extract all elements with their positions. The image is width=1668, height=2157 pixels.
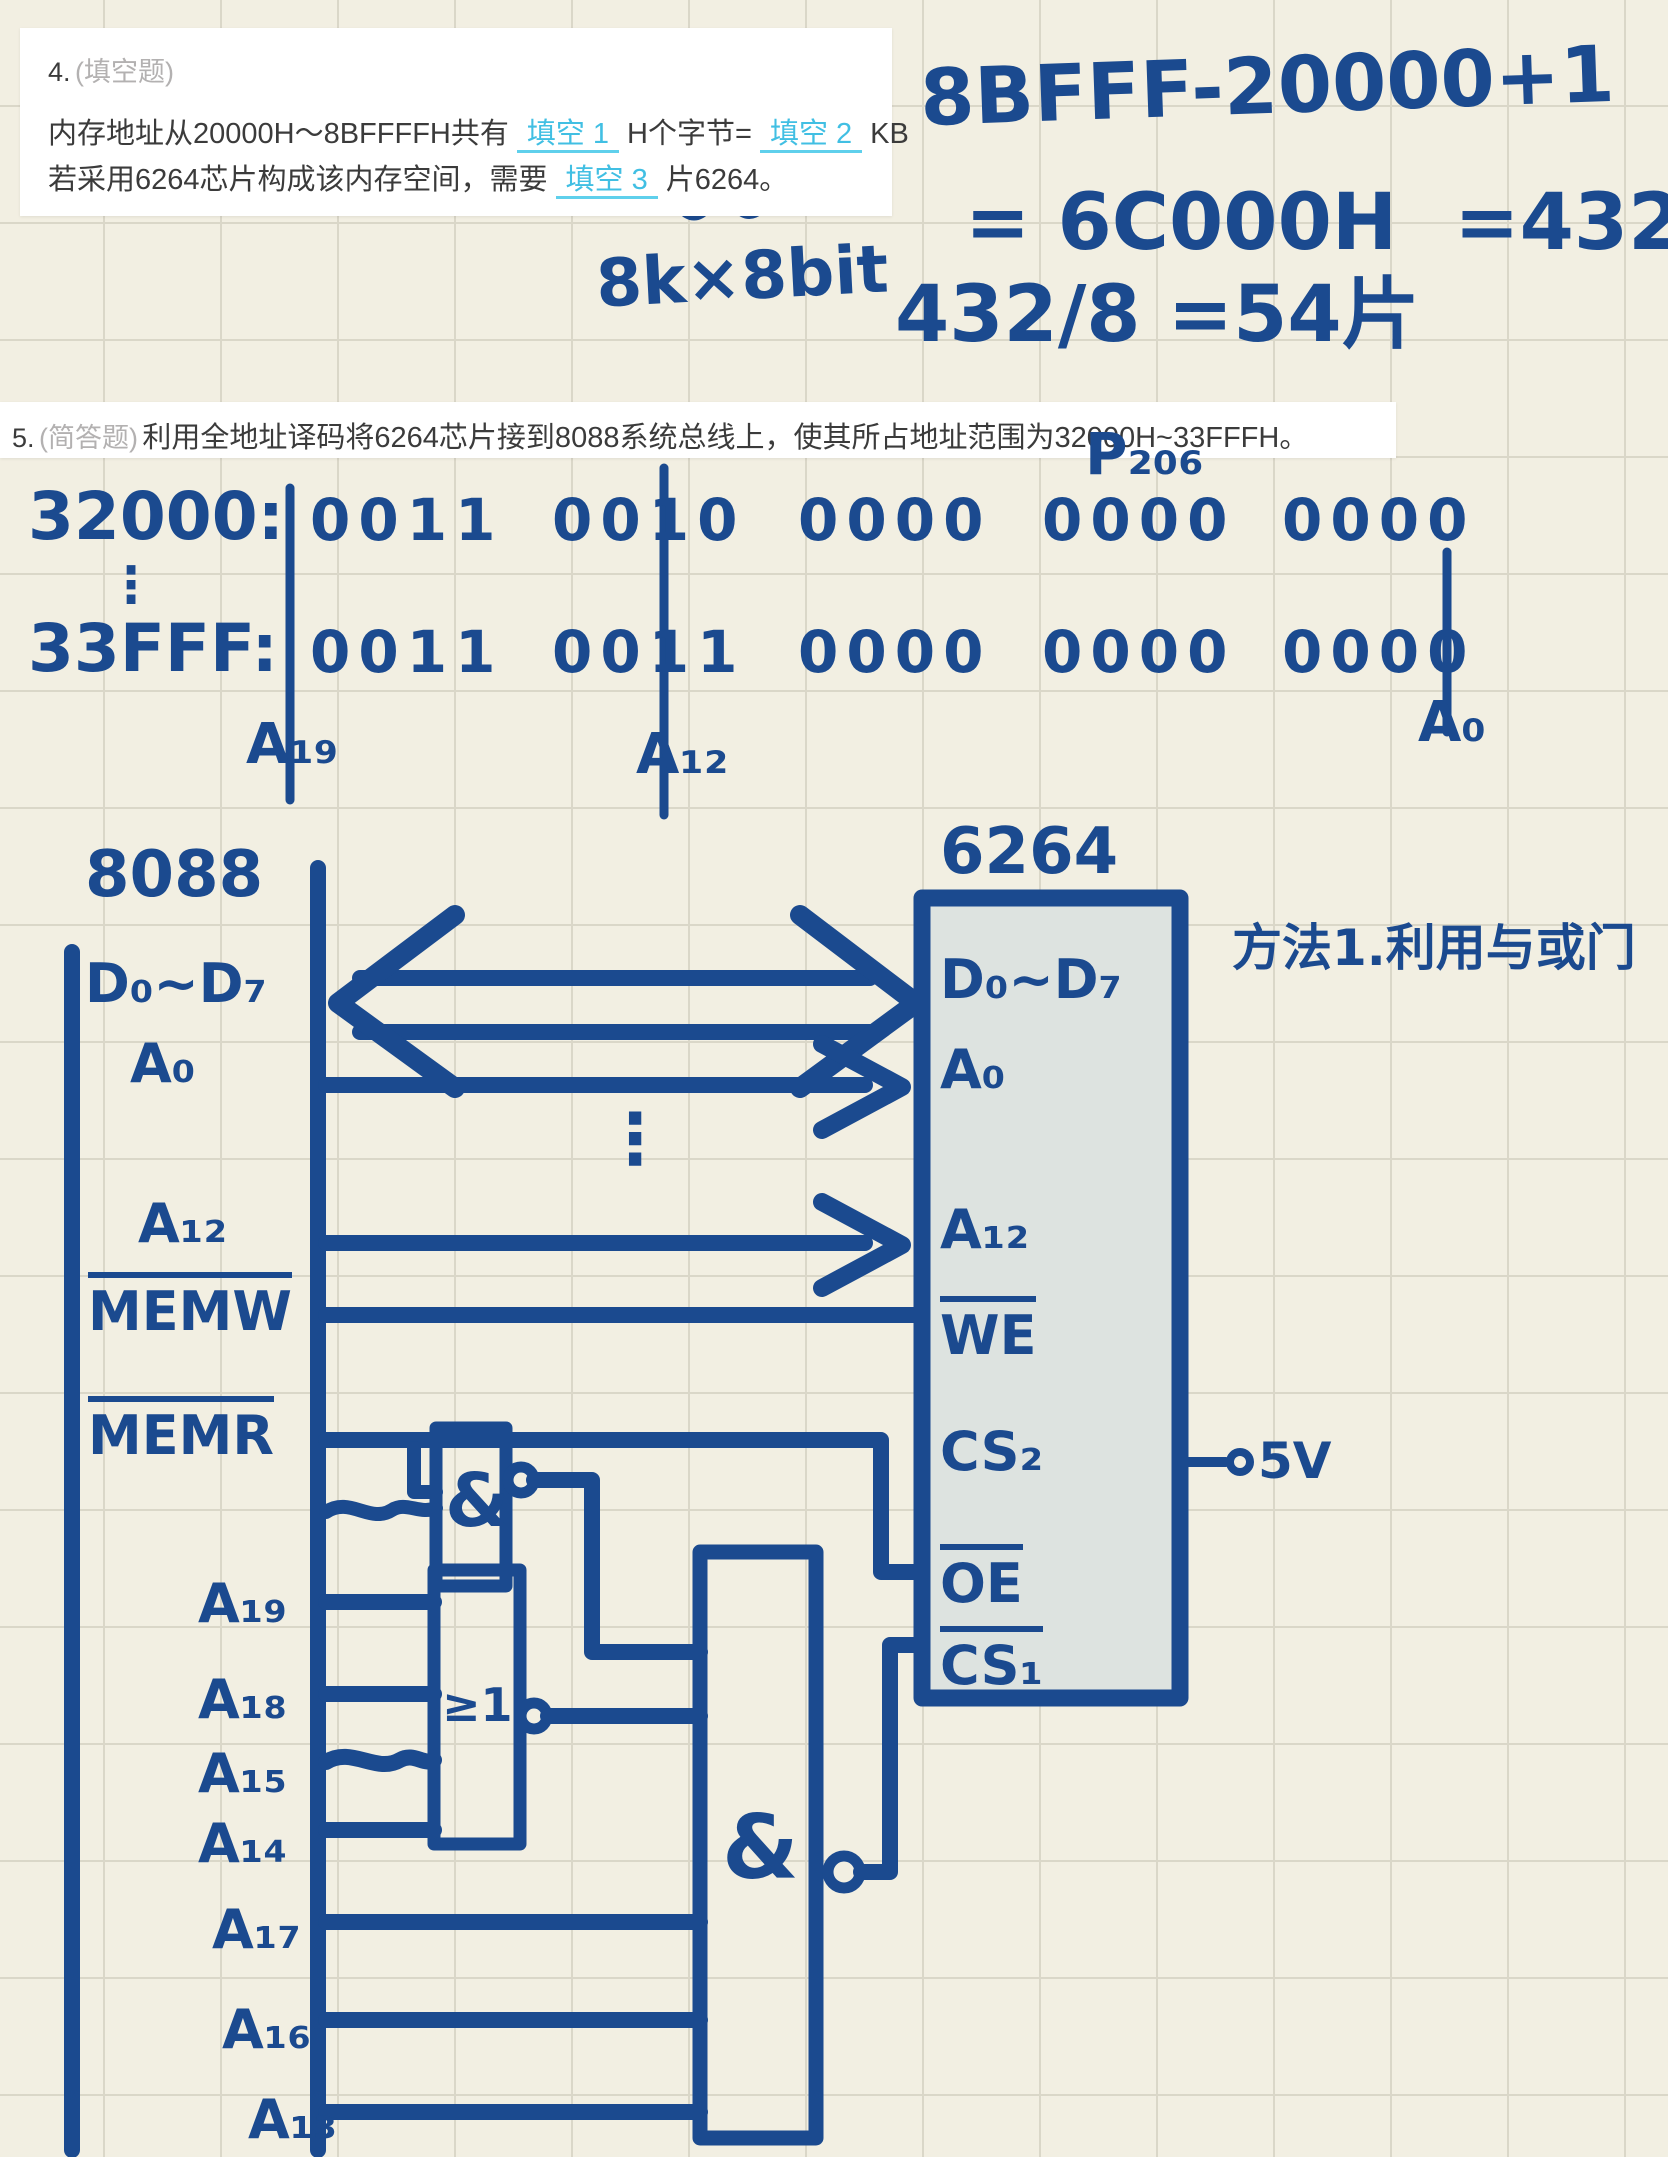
pin-label-a0: A₀: [940, 1038, 1006, 1101]
a0-arrowhead: [813, 1035, 911, 1139]
pin-label-d0-d7: D₀~D₇: [940, 948, 1123, 1011]
bus-label-a12: A₁₂: [138, 1192, 228, 1255]
vcc-label: 5V: [1258, 1432, 1332, 1490]
nand1-output-wire: [526, 1472, 708, 1660]
addr-ellipsis: ⋮: [106, 556, 156, 614]
bus-label-a18: A₁₈: [198, 1668, 288, 1731]
bus-label-memr: MEMR: [88, 1396, 274, 1467]
note-chip-capacity: 8k×8bit: [594, 230, 891, 323]
addr-row1-group1: 0011: [310, 486, 504, 554]
addr-marker-a12: A₁₂: [636, 722, 729, 787]
and2-gate-symbol: &: [722, 1796, 799, 1899]
q4-text-1a: 内存地址从20000H～8BFFFFH共有: [48, 118, 509, 150]
nand1-gate-symbol: &: [445, 1458, 510, 1544]
note-calc-line2: = 6C000H =432KB(/1024): [965, 178, 1668, 268]
addr-row1-group2: 0010: [552, 486, 746, 554]
question5-text: 利用全地址译码将6264芯片接到8088系统总线上，使其所占地址范围为32000…: [142, 422, 1309, 454]
question4-header: 4. (填空题): [48, 50, 174, 89]
q4-text-2a: 若采用6264芯片构成该内存空间，需要: [48, 164, 548, 196]
addr-row1-group3: 0000: [798, 486, 992, 554]
bus-label-a14: A₁₄: [198, 1812, 288, 1875]
pin-label-a12: A₁₂: [940, 1198, 1030, 1261]
addr-row1-group5: 0000: [1282, 486, 1476, 554]
note-page-ref: P₂₀₆: [1085, 420, 1204, 488]
question4-type: (填空题): [74, 57, 174, 87]
note-calc-2a: = 6C000H: [965, 178, 1398, 268]
data-bus-arrowhead-left: [328, 905, 465, 1098]
pin-label-cs2: CS₂: [940, 1420, 1044, 1483]
bus-label-memw: MEMW: [88, 1272, 292, 1343]
or-input-a15: [318, 1748, 442, 1773]
vcc-node: [1226, 1448, 1254, 1476]
addr-row2-group1: 0011: [310, 618, 504, 686]
question5-number: 5.: [12, 423, 35, 453]
pin-label-oe: OE: [940, 1544, 1023, 1615]
q4-blank-2[interactable]: 填空 2: [759, 118, 863, 153]
chip-6264-body: [913, 889, 1189, 1707]
bus-label-a16: A₁₆: [222, 1998, 312, 2061]
bus-label-a0: A₀: [130, 1032, 196, 1095]
nand1-input-memw: [319, 1499, 443, 1522]
bus-label-a13: A₁₃: [248, 2088, 338, 2151]
addr-row2-group3: 0000: [798, 618, 992, 686]
memr-wire: [318, 1432, 938, 1580]
note-calc-2b: =432KB: [1454, 178, 1668, 268]
addr-row2-label: 33FFF:: [28, 610, 278, 687]
q4-blank-1[interactable]: 填空 1: [516, 118, 620, 153]
addr-row1-label: 32000:: [28, 478, 285, 555]
a12-arrowhead: [813, 1193, 911, 1297]
question5-type: (简答题): [38, 423, 138, 453]
bus-label-a15: A₁₅: [198, 1742, 288, 1805]
bus-ellipsis: ⋮: [600, 1098, 670, 1180]
and2-gate-box: [692, 1544, 824, 2146]
bus-label-d0-d7: D₀~D₇: [85, 952, 268, 1015]
bus-label-a17: A₁₇: [212, 1898, 302, 1961]
question5-card: 5. (简答题) 利用全地址译码将6264芯片接到8088系统总线上，使其所占地…: [0, 402, 1396, 458]
bus-label-a19: A₁₉: [198, 1572, 288, 1635]
note-calc-line3: 432/8 =54片: [895, 270, 1420, 360]
addr-marker-a0: A₀: [1418, 690, 1486, 755]
method-note: 方法1.利用与或门: [1232, 919, 1636, 977]
q4-text-1b: H个字节=: [627, 118, 752, 150]
question5-line: 5. (简答题) 利用全地址译码将6264芯片接到8088系统总线上，使其所占地…: [12, 414, 1308, 456]
addr-row1-group4: 0000: [1042, 486, 1236, 554]
chip-label: 6264: [940, 815, 1119, 889]
q4-text-1c: KB: [870, 118, 909, 150]
nand1-gate-box: [429, 1421, 513, 1593]
addr-marker-a19: A₁₉: [246, 712, 339, 777]
addr-row2-group5: 0000: [1282, 618, 1476, 686]
pin-label-we: WE: [940, 1296, 1037, 1367]
pin-label-cs1: CS₁: [940, 1626, 1044, 1697]
q4-text-2b: 片6264。: [665, 164, 789, 196]
question4-number: 4.: [48, 57, 71, 87]
or-gate-symbol: ≥1: [442, 1678, 513, 1732]
q4-blank-3[interactable]: 填空 3: [555, 164, 658, 199]
nand1-input-memr: [407, 1441, 443, 1499]
addr-row2-group4: 0000: [1042, 618, 1236, 686]
cpu-label: 8088: [85, 838, 264, 912]
and2-output-wire: [853, 1637, 934, 1880]
addr-row2-group2: 0011: [552, 618, 746, 686]
